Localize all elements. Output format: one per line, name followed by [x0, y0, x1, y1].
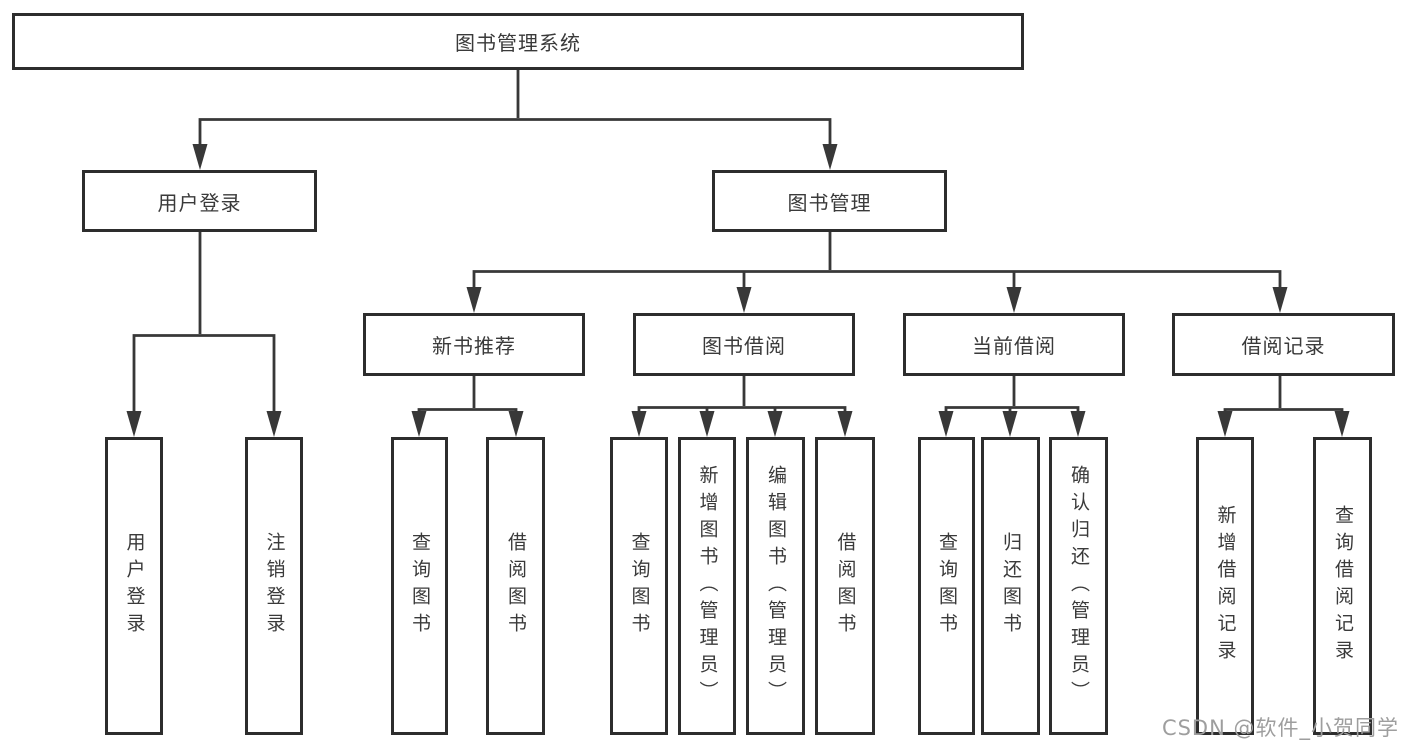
node-book-borrow: 图书借阅 — [633, 313, 855, 376]
arrow-icon — [699, 411, 715, 437]
leaf-user-login: 用户登录 — [105, 437, 163, 735]
leaf-query-borrow-record-label: 查询借阅记录 — [1332, 505, 1354, 667]
arrow-icon — [631, 411, 647, 437]
arrow-icon — [1006, 287, 1022, 313]
edge-userlogin-rail — [132, 334, 276, 416]
arrow-icon — [411, 411, 427, 437]
edge-records-rail — [1223, 408, 1344, 418]
leaf-query-book-2: 查询图书 — [610, 437, 668, 735]
leaf-add-book-admin: 新增图书（管理员） — [678, 437, 736, 735]
leaf-edit-book-admin-label: 编辑图书（管理员） — [765, 464, 787, 708]
leaf-return-book-label: 归还图书 — [1000, 532, 1022, 640]
arrow-icon — [1217, 411, 1233, 437]
leaf-query-book-3-label: 查询图书 — [936, 532, 958, 640]
node-borrow-records: 借阅记录 — [1172, 313, 1395, 376]
leaf-query-book-2-label: 查询图书 — [628, 532, 651, 640]
arrow-icon — [1070, 411, 1086, 437]
arrow-icon — [1334, 411, 1350, 437]
node-borrow-records-label: 借阅记录 — [1241, 334, 1326, 358]
leaf-query-book-3: 查询图书 — [918, 437, 975, 735]
leaf-query-book-1-label: 查询图书 — [409, 532, 431, 640]
arrow-icon — [736, 287, 752, 313]
leaf-query-borrow-record: 查询借阅记录 — [1313, 437, 1372, 735]
leaf-confirm-return-admin: 确认归还（管理员） — [1049, 437, 1108, 735]
arrowheads — [126, 144, 1350, 437]
arrow-icon — [266, 411, 282, 437]
node-current-borrow-label: 当前借阅 — [972, 334, 1056, 358]
node-book-borrow-label: 图书借阅 — [702, 334, 786, 358]
leaf-logout-label: 注销登录 — [263, 532, 286, 640]
node-new-book-recommend: 新书推荐 — [363, 313, 585, 376]
node-new-book-recommend-label: 新书推荐 — [432, 334, 516, 358]
arrow-icon — [938, 411, 954, 437]
edge-level3-rail — [472, 270, 1282, 292]
leaf-borrow-book-2-label: 借阅图书 — [834, 532, 857, 640]
node-user-login-label: 用户登录 — [157, 190, 242, 215]
arrow-icon — [837, 411, 853, 437]
leaf-return-book: 归还图书 — [981, 437, 1040, 735]
node-book-management-label: 图书管理 — [787, 190, 872, 215]
arrow-icon — [192, 144, 208, 170]
leaf-add-borrow-record: 新增借阅记录 — [1196, 437, 1254, 735]
edge-borrow-rail — [637, 406, 847, 418]
node-root: 图书管理系统 — [12, 13, 1024, 70]
leaf-borrow-book-1-label: 借阅图书 — [505, 532, 527, 640]
node-current-borrow: 当前借阅 — [903, 313, 1125, 376]
arrow-icon — [767, 411, 783, 437]
arrow-icon — [508, 411, 524, 437]
leaf-logout: 注销登录 — [245, 437, 303, 735]
arrow-icon — [822, 144, 838, 170]
leaf-user-login-label: 用户登录 — [123, 532, 146, 640]
edge-level2-rail — [198, 118, 832, 150]
leaf-confirm-return-admin-label: 确认归还（管理员） — [1068, 464, 1090, 708]
leaf-add-book-admin-label: 新增图书（管理员） — [696, 464, 719, 708]
edge-newbook-rail — [417, 408, 518, 418]
arrow-icon — [1272, 287, 1288, 313]
arrow-icon — [126, 411, 142, 437]
arrow-icon — [1002, 411, 1018, 437]
node-root-label: 图书管理系统 — [455, 31, 581, 55]
leaf-borrow-book-1: 借阅图书 — [486, 437, 545, 735]
node-book-management: 图书管理 — [712, 170, 947, 232]
arrow-icon — [466, 287, 482, 313]
node-user-login: 用户登录 — [82, 170, 317, 232]
leaf-edit-book-admin: 编辑图书（管理员） — [746, 437, 805, 735]
leaf-borrow-book-2: 借阅图书 — [815, 437, 875, 735]
leaf-query-book-1: 查询图书 — [391, 437, 448, 735]
leaf-add-borrow-record-label: 新增借阅记录 — [1214, 505, 1237, 667]
